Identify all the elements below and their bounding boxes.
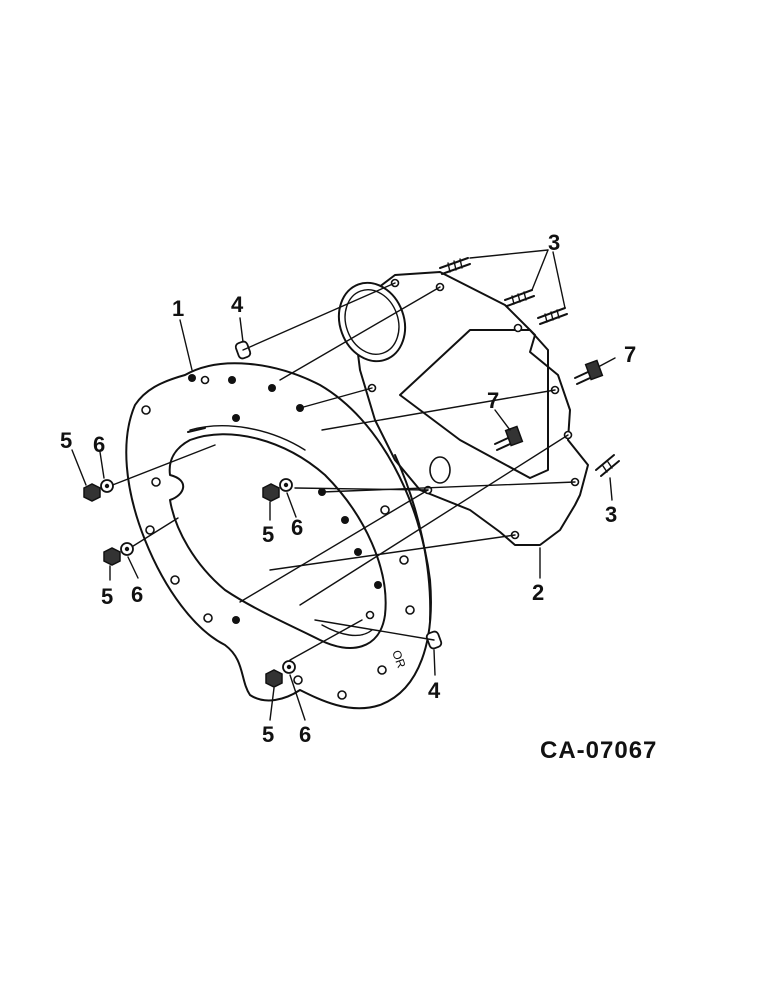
callout-7-right: 7 bbox=[624, 342, 636, 367]
callout-5-upper-left: 5 bbox=[60, 428, 72, 453]
callout-7-center: 7 bbox=[487, 388, 499, 413]
nut-washer-set-center bbox=[262, 478, 293, 502]
nut-washer-set-bottom bbox=[265, 660, 296, 688]
stud-3-right bbox=[537, 307, 568, 325]
figure-reference: CA-07067 bbox=[540, 737, 657, 764]
stud-3-lower bbox=[595, 454, 620, 477]
bolt-7-right bbox=[574, 359, 604, 385]
callout-4-top: 4 bbox=[231, 292, 244, 317]
nut-washer-set-upper-left bbox=[83, 479, 114, 502]
part-mark-text: OR bbox=[389, 648, 408, 670]
callout-3-lower: 3 bbox=[605, 502, 617, 527]
rear-adapter-plate bbox=[337, 271, 589, 546]
leader-lines bbox=[71, 249, 616, 721]
callout-2: 2 bbox=[532, 580, 544, 605]
assembly-center-lines bbox=[109, 282, 576, 661]
callout-labels: 1 4 3 7 7 3 2 4 5 6 5 6 5 6 5 6 bbox=[60, 230, 636, 747]
bolt-7-center bbox=[494, 425, 524, 451]
callout-6-bottom: 6 bbox=[299, 722, 311, 747]
callout-5-bottom: 5 bbox=[262, 722, 274, 747]
callout-6-upper-left: 6 bbox=[93, 432, 105, 457]
callout-6-center: 6 bbox=[291, 515, 303, 540]
callout-4-bottom: 4 bbox=[428, 678, 441, 703]
callout-5-center: 5 bbox=[262, 522, 274, 547]
stud-3-middle bbox=[504, 289, 535, 307]
nut-washer-set-lower-left bbox=[103, 542, 134, 566]
callout-1: 1 bbox=[172, 296, 184, 321]
callout-5-lower-left: 5 bbox=[101, 584, 113, 609]
callout-3-top: 3 bbox=[548, 230, 560, 255]
stud-3-top bbox=[439, 257, 471, 275]
callout-6-lower-left: 6 bbox=[131, 582, 143, 607]
